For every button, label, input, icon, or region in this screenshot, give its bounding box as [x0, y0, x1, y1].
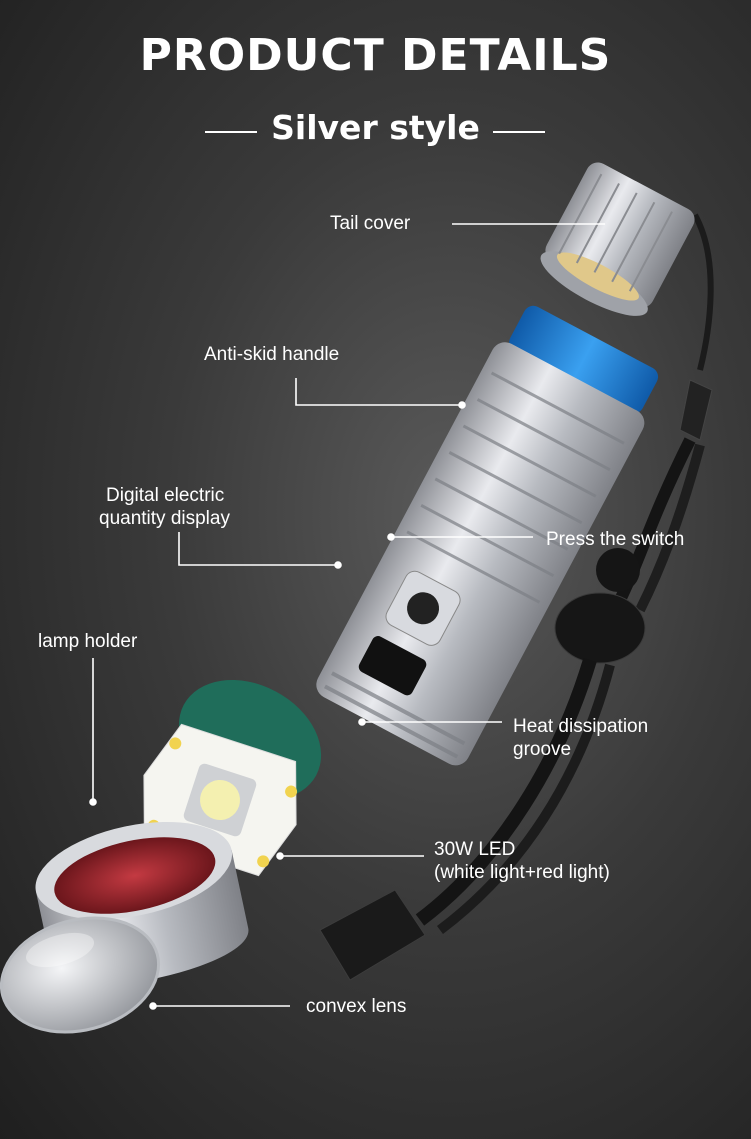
page-title: PRODUCT DETAILS	[139, 30, 612, 81]
subtitle-rule-right	[493, 131, 545, 133]
leader-line	[89, 223, 605, 1010]
callout-anti-skid-handle: Anti-skid handle	[204, 344, 340, 365]
callout-convex-lens: convex lens	[306, 996, 407, 1017]
callout-led-line1: 30W LED	[434, 839, 516, 860]
callout-press-switch: Press the switch	[546, 529, 685, 550]
page-subtitle: Silver style	[271, 108, 480, 147]
lanyard-image	[319, 213, 714, 981]
callout-lamp-holder: lamp holder	[38, 631, 138, 652]
callout-digital-display-line1: Digital electric	[106, 485, 225, 506]
callout-digital-display-line2: quantity display	[99, 508, 230, 529]
callout-heat-dissipation-line2: groove	[513, 739, 572, 760]
callout-heat-dissipation-line1: Heat dissipation	[513, 716, 649, 737]
callout-tail-cover: Tail cover	[330, 213, 411, 234]
callout-led-line2: (white light+red light)	[434, 862, 610, 883]
subtitle-rule-left	[205, 131, 257, 133]
